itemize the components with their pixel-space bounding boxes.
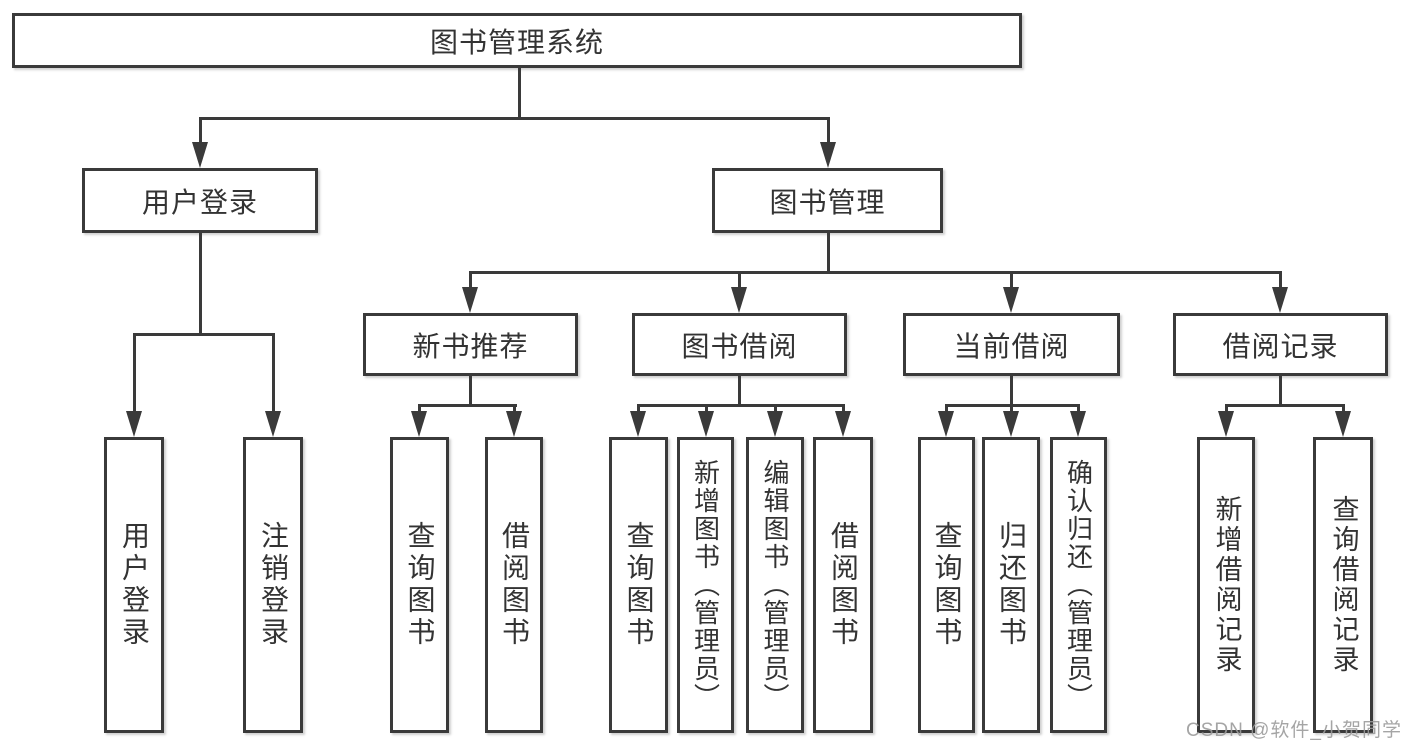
connector-current-borrow-stem <box>1010 376 1013 407</box>
arrow-to-book-management <box>820 142 836 168</box>
connector-to-book-borrow <box>738 271 741 291</box>
node-book-borrowing: 图书借阅 <box>632 313 847 376</box>
node-user-login: 用户登录 <box>82 168 318 233</box>
connector-to-leaf-user-login <box>133 333 136 413</box>
leaf-query-books-current: 查询图书 <box>918 437 975 733</box>
leaf-return-book: 归还图书 <box>982 437 1040 733</box>
arrow-to-current-borrow <box>1003 287 1019 313</box>
connector-level3-split <box>469 271 1282 274</box>
connector-root-stem <box>518 66 521 118</box>
connector-to-leaf-confirm-return <box>1077 404 1080 416</box>
leaf-borrow-books-recommend: 借阅图书 <box>485 437 543 733</box>
connector-to-leaf-query-record <box>1342 404 1345 416</box>
arrow-to-user-login <box>192 142 208 168</box>
connector-to-leaf-query-3 <box>945 404 948 416</box>
arrow-to-leaf-add-record <box>1218 411 1234 437</box>
leaf-query-borrow-record: 查询借阅记录 <box>1313 437 1373 733</box>
node-current-borrowing: 当前借阅 <box>903 313 1120 376</box>
connector-to-leaf-return <box>1010 404 1013 416</box>
arrow-to-book-borrow <box>731 287 747 313</box>
leaf-borrow-books-borrowing: 借阅图书 <box>813 437 873 733</box>
node-book-management: 图书管理 <box>712 168 943 233</box>
arrow-to-borrow-record <box>1272 287 1288 313</box>
leaf-logout: 注销登录 <box>243 437 303 733</box>
arrow-to-leaf-borrow-2 <box>835 411 851 437</box>
arrow-to-leaf-query-1 <box>411 411 427 437</box>
connector-new-book-split <box>418 404 517 407</box>
connector-book-borrow-split <box>637 404 845 407</box>
leaf-query-books-borrowing: 查询图书 <box>609 437 668 733</box>
connector-to-book-management <box>827 117 830 145</box>
leaf-confirm-return-admin: 确认归还（管理员） <box>1050 437 1107 733</box>
arrow-to-leaf-borrow-1 <box>506 411 522 437</box>
connector-book-management-stem <box>827 233 830 272</box>
node-borrowing-records: 借阅记录 <box>1173 313 1388 376</box>
arrow-to-leaf-confirm-return <box>1070 411 1086 437</box>
connector-to-new-book <box>469 271 472 291</box>
leaf-add-book-admin: 新增图书（管理员） <box>677 437 734 733</box>
arrow-to-leaf-query-3 <box>938 411 954 437</box>
leaf-add-borrow-record: 新增借阅记录 <box>1197 437 1255 733</box>
connector-to-leaf-edit-book <box>774 404 777 416</box>
connector-to-leaf-query-1 <box>418 404 421 416</box>
leaf-user-login: 用户登录 <box>104 437 164 733</box>
connector-to-leaf-logout <box>272 333 275 413</box>
arrow-to-leaf-query-record <box>1335 411 1351 437</box>
arrow-to-leaf-add-book <box>698 411 714 437</box>
arrow-to-leaf-edit-book <box>767 411 783 437</box>
connector-borrow-record-split <box>1225 404 1345 407</box>
connector-user-login-split <box>133 333 275 336</box>
leaf-query-books-recommend: 查询图书 <box>390 437 449 733</box>
node-root: 图书管理系统 <box>12 13 1022 68</box>
leaf-edit-book-admin: 编辑图书（管理员） <box>746 437 804 733</box>
connector-to-user-login <box>199 117 202 145</box>
arrow-to-leaf-return <box>1003 411 1019 437</box>
connector-to-leaf-add-book <box>705 404 708 416</box>
connector-to-leaf-add-record <box>1225 404 1228 416</box>
arrow-to-leaf-logout <box>265 411 281 437</box>
csdn-watermark: CSDN @软件_小贺同学 <box>1186 720 1402 741</box>
connector-to-leaf-borrow-2 <box>842 404 845 416</box>
connector-new-book-stem <box>469 376 472 407</box>
connector-borrow-record-stem <box>1279 376 1282 407</box>
node-new-book-recommend: 新书推荐 <box>363 313 578 376</box>
connector-to-leaf-borrow-1 <box>513 404 516 416</box>
arrow-to-leaf-user-login <box>126 411 142 437</box>
connector-to-current-borrow <box>1010 271 1013 291</box>
arrow-to-leaf-query-2 <box>630 411 646 437</box>
arrow-to-new-book <box>462 287 478 313</box>
connector-user-login-stem <box>199 233 202 336</box>
connector-root-split <box>199 117 830 120</box>
connector-to-borrow-record <box>1279 271 1282 291</box>
connector-book-borrow-stem <box>738 376 741 407</box>
connector-to-leaf-query-2 <box>637 404 640 416</box>
